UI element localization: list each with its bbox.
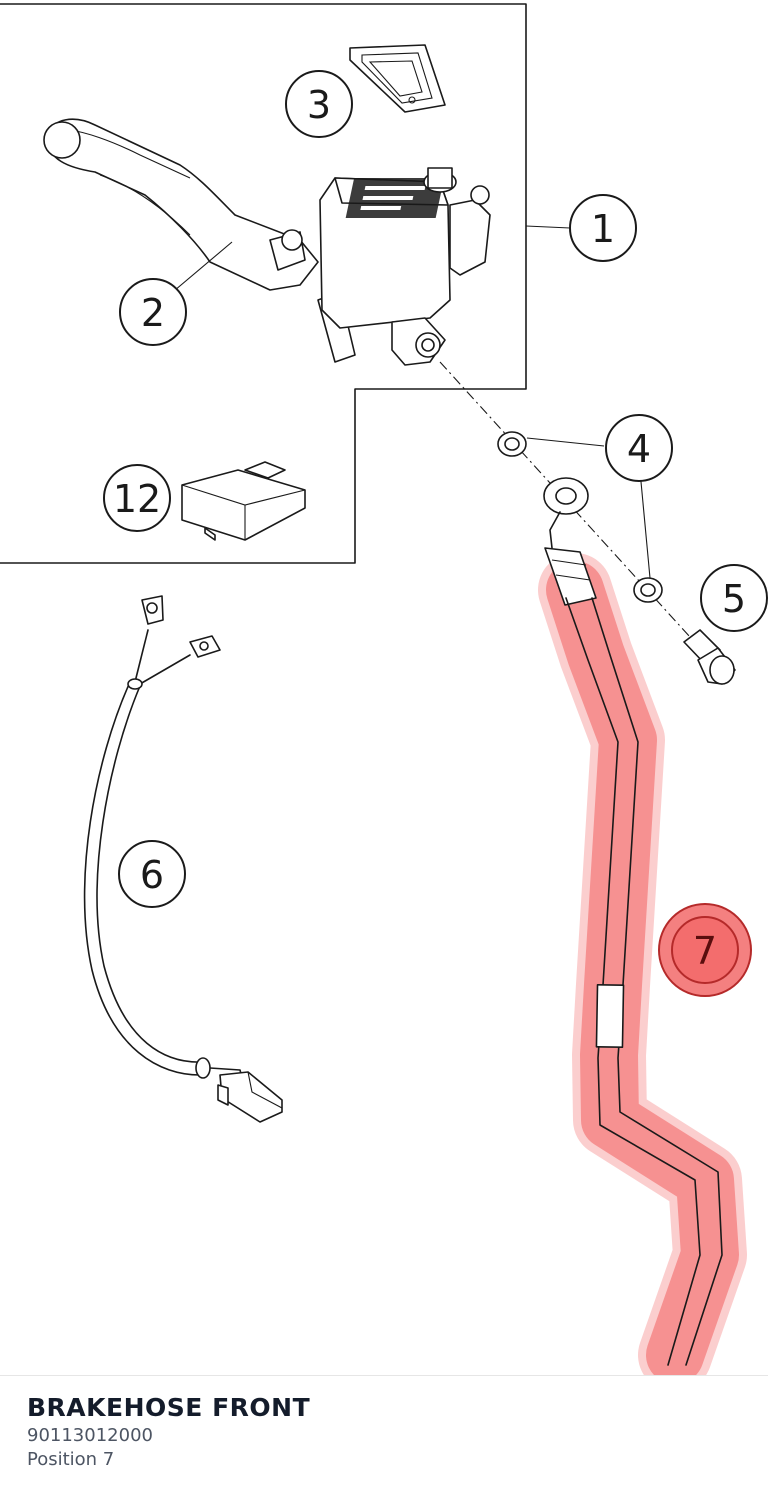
svg-text:1: 1 bbox=[591, 207, 615, 251]
banjo-fitting bbox=[543, 477, 597, 606]
callout-5[interactable]: 5 bbox=[700, 564, 768, 632]
svg-text:7: 7 bbox=[693, 929, 717, 973]
reservoir-cover[interactable] bbox=[349, 44, 446, 113]
callout-2[interactable]: 2 bbox=[119, 278, 187, 346]
callout-3[interactable]: 3 bbox=[285, 70, 353, 138]
svg-text:4: 4 bbox=[627, 427, 651, 471]
svg-text:6: 6 bbox=[140, 853, 164, 897]
master-cylinder[interactable] bbox=[319, 167, 491, 366]
brake-hose[interactable] bbox=[565, 597, 723, 1366]
small-connector-component[interactable] bbox=[181, 461, 306, 541]
brake-lever[interactable] bbox=[43, 118, 356, 363]
brake-switch-cable[interactable] bbox=[83, 595, 283, 1123]
callout-12[interactable]: 12 bbox=[103, 464, 171, 532]
banjo-bolt[interactable] bbox=[683, 629, 736, 685]
part-info-panel: BRAKEHOSE FRONT 90113012000 Position 7 bbox=[0, 1375, 768, 1491]
svg-text:3: 3 bbox=[307, 83, 331, 127]
part-number: 90113012000 bbox=[27, 1425, 153, 1446]
svg-text:12: 12 bbox=[113, 477, 161, 521]
callout-1[interactable]: 1 bbox=[569, 194, 637, 262]
brake-hose-highlight bbox=[538, 553, 747, 1375]
part-title: BRAKEHOSE FRONT bbox=[27, 1393, 311, 1422]
svg-text:5: 5 bbox=[722, 577, 746, 621]
reservoir-label-block bbox=[345, 178, 445, 218]
exploded-parts-diagram: 1 2 3 4 5 6 7 12 bbox=[0, 3, 768, 1375]
part-position: Position 7 bbox=[27, 1449, 115, 1470]
sealing-washers[interactable] bbox=[497, 431, 663, 603]
callout-4[interactable]: 4 bbox=[605, 414, 673, 482]
svg-text:2: 2 bbox=[141, 291, 165, 335]
callout-7[interactable]: 7 bbox=[658, 903, 752, 997]
assembly-group-outline bbox=[0, 3, 527, 564]
leader-lines bbox=[167, 225, 651, 579]
callout-6[interactable]: 6 bbox=[118, 840, 186, 908]
